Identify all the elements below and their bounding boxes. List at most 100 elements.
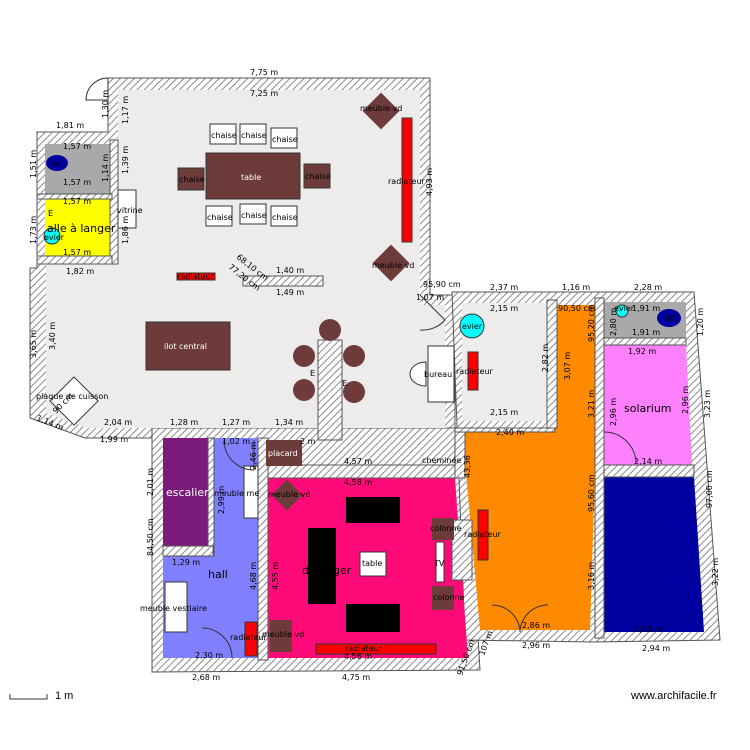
chair[interactable] (270, 205, 298, 227)
door[interactable] (419, 294, 446, 331)
watermark: www.archifacile.fr (631, 690, 717, 702)
svg-text:chaise: chaise (272, 213, 298, 222)
label-solarium: solarium (624, 402, 672, 415)
svg-text:meuble vd: meuble vd (360, 104, 402, 113)
colonne-top[interactable] (432, 518, 454, 540)
door[interactable] (491, 604, 521, 633)
room-orange (462, 305, 595, 630)
svg-text:7,75 m: 7,75 m (250, 68, 278, 77)
svg-text:1,29 m: 1,29 m (172, 558, 200, 567)
radiator-mid[interactable] (176, 272, 216, 281)
radiator-salle[interactable] (315, 643, 437, 655)
sofa-bottom[interactable] (346, 604, 400, 632)
svg-text:bureau: bureau (424, 370, 452, 379)
chair[interactable] (209, 123, 237, 145)
chair[interactable] (270, 127, 298, 149)
ilot-central[interactable] (145, 321, 231, 371)
svg-text:3,40 m: 3,40 m (48, 322, 57, 350)
svg-text:95,20 cm: 95,20 cm (587, 304, 596, 342)
radiator-right[interactable] (401, 117, 413, 243)
stool[interactable] (343, 345, 365, 367)
meuble-vd-top[interactable] (362, 92, 400, 130)
stool[interactable] (293, 379, 315, 401)
tv[interactable] (435, 541, 445, 583)
door[interactable] (603, 431, 637, 463)
label-escalier: escalier (166, 486, 209, 499)
colonne-bottom[interactable] (432, 586, 454, 610)
svg-text:colonne: colonne (430, 524, 462, 533)
doors (85, 77, 637, 659)
svg-text:radiateur: radiateur (388, 177, 426, 186)
door[interactable] (519, 604, 549, 633)
svg-text:2,15 m: 2,15 m (490, 408, 518, 417)
radiator-orange[interactable] (477, 509, 489, 561)
svg-text:2,01 m: 2,01 m (146, 468, 155, 496)
svg-text:radiateur: radiateur (177, 272, 215, 281)
svg-text:meuble vd: meuble vd (372, 261, 414, 270)
meuble-menu[interactable] (243, 465, 259, 519)
plaque-de-cuisson[interactable] (49, 376, 99, 426)
sofa-left[interactable] (308, 528, 336, 604)
svg-text:2,04 m: 2,04 m (104, 418, 132, 427)
vitrine[interactable] (117, 189, 137, 229)
svg-text:2,30 m: 2,30 m (195, 651, 223, 660)
evier-wc-right[interactable] (615, 304, 629, 318)
svg-text:2,96 m: 2,96 m (609, 398, 618, 426)
room-solarium (604, 345, 692, 465)
meuble-vd-salle[interactable] (271, 479, 303, 511)
label-langer: alle à langer (47, 222, 116, 235)
stool[interactable] (343, 381, 365, 403)
chair-bureau[interactable] (409, 361, 427, 387)
svg-text:1,02 m: 1,02 m (222, 437, 250, 446)
svg-text:meuble me: meuble me (214, 489, 259, 498)
sofa-top[interactable] (346, 497, 400, 523)
stool[interactable] (319, 319, 341, 341)
meuble-vd-mid[interactable] (372, 244, 410, 282)
svg-text:1,28 m: 1,28 m (170, 418, 198, 427)
svg-text:table: table (241, 173, 261, 182)
door[interactable] (85, 77, 109, 101)
chair[interactable] (177, 167, 205, 191)
svg-text:E: E (310, 369, 315, 378)
svg-text:TV: TV (433, 559, 445, 568)
svg-text:3,65 m: 3,65 m (29, 330, 38, 358)
svg-text:1,07 m: 1,07 m (416, 293, 444, 302)
coffee-table[interactable] (359, 551, 387, 577)
wc-left[interactable] (46, 155, 68, 171)
radiator-hall[interactable] (244, 621, 258, 657)
dining-table[interactable] (205, 152, 301, 200)
chair[interactable] (303, 163, 331, 189)
svg-text:3,21 m: 3,21 m (587, 390, 596, 418)
svg-text:chaise: chaise (305, 172, 331, 181)
svg-text:evier: evier (614, 304, 635, 313)
meuble-vd-bottom[interactable] (270, 620, 292, 652)
svg-text:2 m: 2 m (300, 437, 316, 446)
svg-text:radiateur: radiateur (230, 633, 268, 642)
svg-text:1,86 m: 1,86 m (121, 216, 130, 244)
chair[interactable] (205, 205, 233, 227)
radiator-small-room[interactable] (467, 351, 479, 391)
evier-left[interactable] (43, 227, 61, 245)
svg-text:2,82 m: 2,82 m (541, 344, 550, 372)
scale-label: 1 m (55, 690, 74, 702)
room-labels: wc alle à langer escalier hall d e à ger… (47, 159, 672, 581)
furniture (43, 92, 681, 657)
scale-bar (9, 694, 48, 700)
bureau[interactable] (427, 345, 455, 403)
placard[interactable] (266, 440, 302, 466)
door[interactable] (223, 439, 255, 471)
svg-text:1,51 m: 1,51 m (29, 150, 38, 178)
svg-text:2,96 m: 2,96 m (681, 386, 690, 414)
evier-small-room[interactable] (459, 313, 485, 339)
stool[interactable] (293, 345, 315, 367)
svg-text:4,55 m: 4,55 m (271, 562, 280, 590)
svg-text:1,27 m: 1,27 m (222, 418, 250, 427)
wc-right[interactable] (657, 309, 681, 327)
chair[interactable] (239, 203, 267, 225)
door[interactable] (201, 627, 233, 659)
chair[interactable] (239, 123, 267, 145)
svg-text:chaise: chaise (241, 131, 267, 140)
svg-text:2,28 m: 2,28 m (634, 283, 662, 292)
svg-text:4,57 m: 4,57 m (344, 457, 372, 466)
meuble-vestiaire[interactable] (164, 581, 188, 633)
